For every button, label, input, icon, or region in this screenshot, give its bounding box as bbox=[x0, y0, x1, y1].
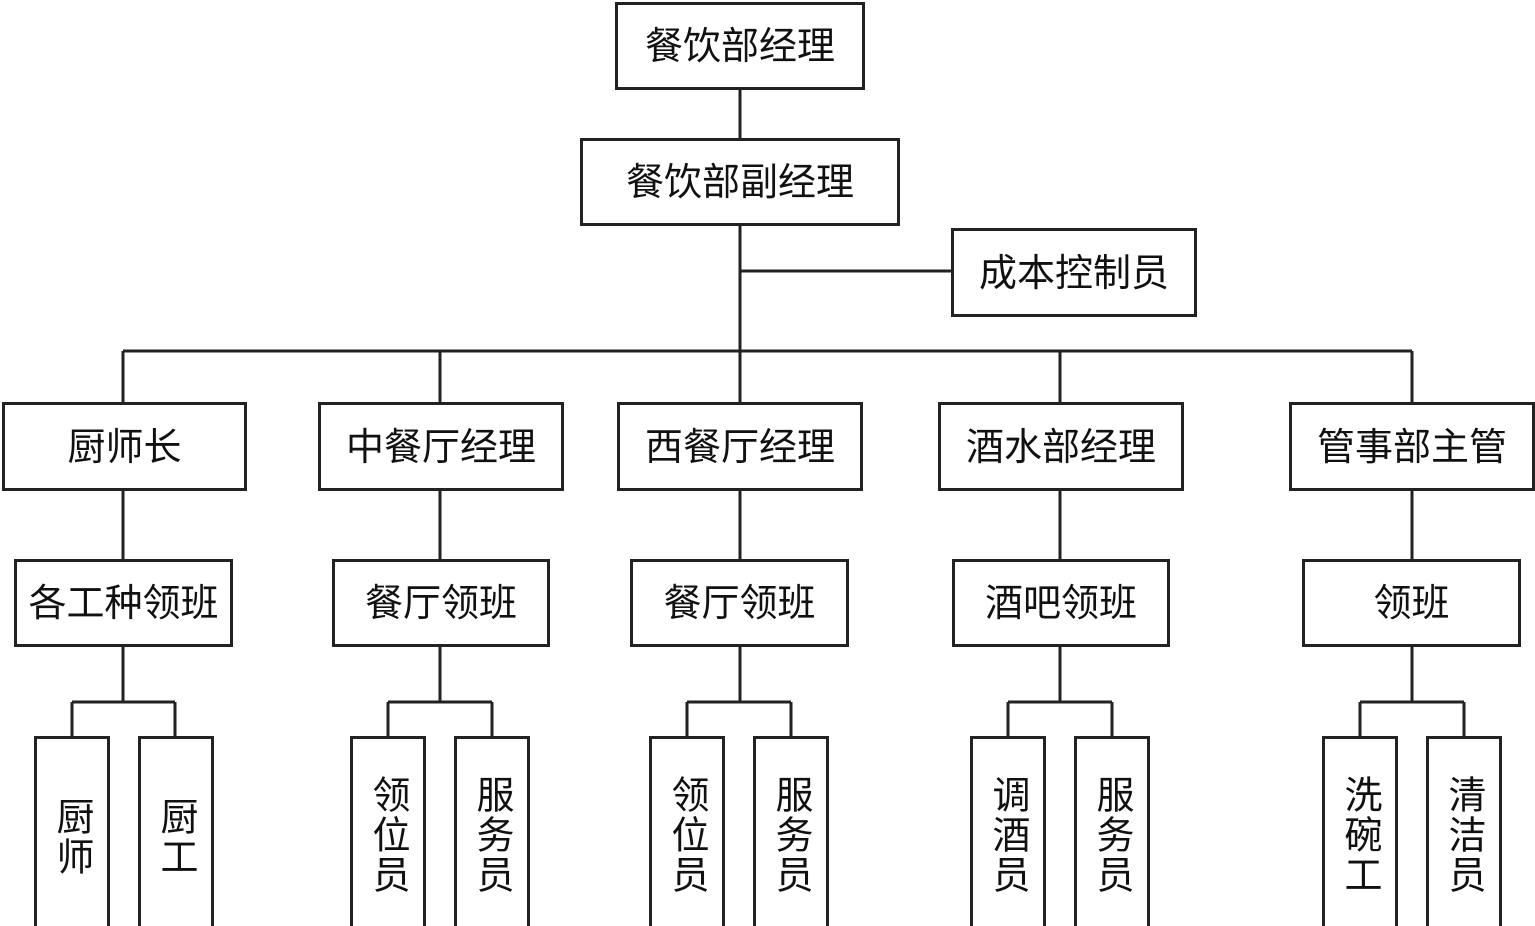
node-member: 服务员 bbox=[454, 736, 530, 926]
node-root: 餐饮部经理 bbox=[615, 2, 865, 90]
node-member: 调酒员 bbox=[970, 736, 1046, 926]
member-label: 领位员 bbox=[665, 775, 709, 895]
node-member: 领位员 bbox=[649, 736, 725, 926]
node-member: 领位员 bbox=[350, 736, 426, 926]
node-member: 洗碗工 bbox=[1322, 736, 1398, 926]
node-dept-head: 酒水部经理 bbox=[938, 402, 1184, 491]
node-dept-head: 西餐厅经理 bbox=[617, 402, 863, 491]
node-member: 服务员 bbox=[1074, 736, 1150, 926]
node-deputy: 餐饮部副经理 bbox=[580, 138, 900, 226]
member-label: 洗碗工 bbox=[1338, 775, 1382, 895]
node-team-lead: 领班 bbox=[1302, 559, 1521, 647]
node-member: 清洁员 bbox=[1426, 736, 1502, 926]
node-dept-head: 管事部主管 bbox=[1289, 402, 1535, 491]
node-dept-head: 中餐厅经理 bbox=[318, 402, 564, 491]
member-label: 领位员 bbox=[366, 775, 410, 895]
node-member: 厨工 bbox=[138, 736, 214, 926]
member-label: 服务员 bbox=[1090, 775, 1134, 895]
node-team-lead: 餐厅领班 bbox=[332, 559, 550, 647]
node-team-lead: 酒吧领班 bbox=[952, 559, 1170, 647]
node-dept-head: 厨师长 bbox=[2, 402, 247, 491]
node-member: 服务员 bbox=[753, 736, 829, 926]
node-staff: 成本控制员 bbox=[951, 228, 1197, 317]
member-label: 清洁员 bbox=[1442, 775, 1486, 895]
node-team-lead: 各工种领班 bbox=[14, 559, 233, 647]
member-label: 厨师 bbox=[50, 797, 94, 877]
member-label: 调酒员 bbox=[986, 775, 1030, 895]
member-label: 服务员 bbox=[769, 775, 813, 895]
node-member: 厨师 bbox=[34, 736, 110, 926]
node-team-lead: 餐厅领班 bbox=[630, 559, 849, 647]
member-label: 服务员 bbox=[470, 775, 514, 895]
member-label: 厨工 bbox=[154, 797, 198, 877]
